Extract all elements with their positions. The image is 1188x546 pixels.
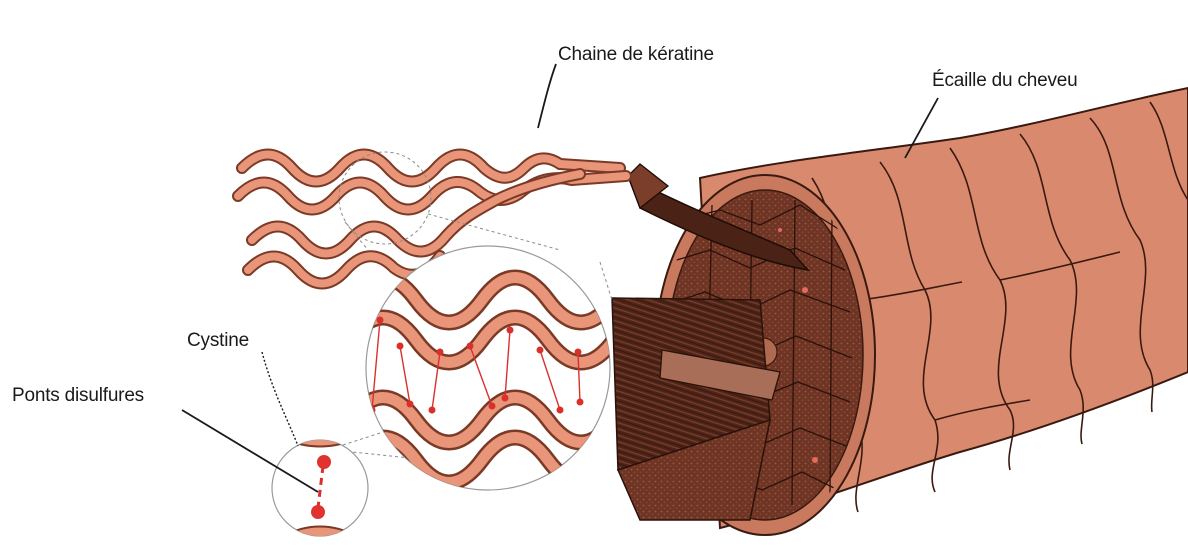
cystine-dots [368,316,584,414]
pulled-macrofibril [626,174,810,272]
keratin-helix-1 [236,148,626,188]
label-cystine: Cystine [187,330,249,351]
keratin-helix-3 [246,168,586,260]
cortex-wedge-lower [616,418,771,521]
magnified-disulfide [271,439,369,537]
sulfur-atom-bottom [311,505,325,519]
keratin-helix-4 [242,250,446,290]
magnified-chains [365,245,611,491]
label-disulfide-bridges: Ponts disulfures [12,385,144,406]
leader-hair-scale [904,97,939,159]
leader-disulfide-bridges [181,409,319,493]
keratin-chains [232,148,632,290]
pulled-macrofibril-top [627,163,670,210]
leader-cystine [261,351,299,447]
leader-keratin-chain [537,63,557,129]
disulfide-links [371,319,581,411]
zoom-source-circle [338,151,432,245]
cortex-cutaway [611,163,810,521]
label-keratin-chain: Chaine de kératine [558,44,714,65]
label-hair-scale: Écaille du cheveu [932,70,1078,91]
sulfur-atom-top [317,455,331,469]
leader-lines [181,63,939,493]
macrofibril-strip [659,349,781,401]
